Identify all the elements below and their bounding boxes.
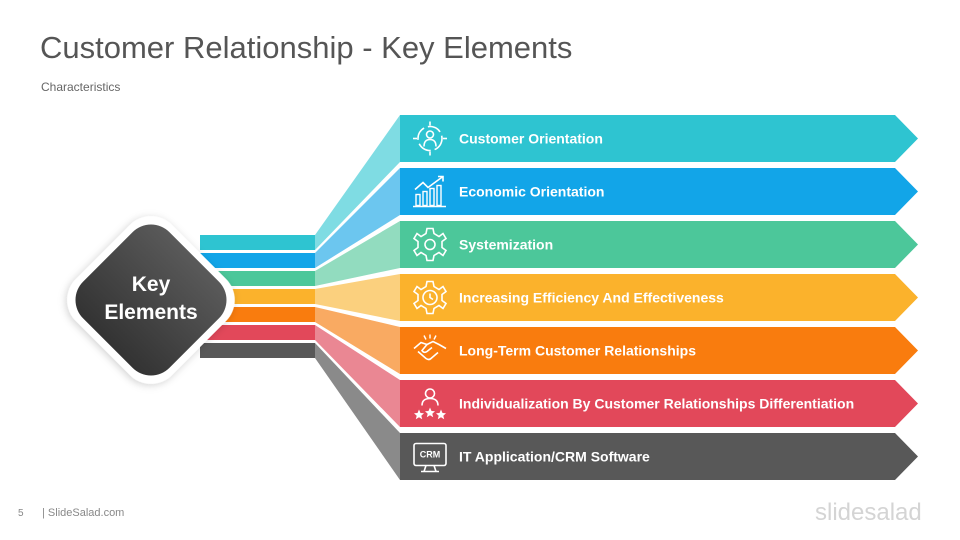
- center-label-line2: Elements: [104, 301, 197, 324]
- element-arrow-1: Customer Orientation: [400, 115, 918, 162]
- brand-logo: slidesalad: [815, 499, 922, 526]
- arrow-shape-5: [400, 327, 918, 374]
- slide-subtitle: Characteristics: [41, 80, 121, 94]
- fan-6: [315, 325, 400, 427]
- element-arrow-5: Long-Term Customer Relationships: [400, 327, 918, 374]
- arrow-shape-4: [400, 274, 918, 321]
- stub-1: [200, 235, 315, 250]
- handshake-icon: [413, 334, 447, 361]
- element-label: Long-Term Customer Relationships: [459, 343, 696, 359]
- stub-2: [200, 253, 315, 268]
- fan-2: [315, 168, 400, 268]
- person-target-icon: [413, 121, 447, 156]
- footer-site: | SlideSalad.com: [42, 507, 125, 519]
- fan-7: [315, 343, 400, 480]
- fan-5: [315, 307, 400, 374]
- element-label: Individualization By Customer Relationsh…: [459, 396, 854, 412]
- element-label: Systemization: [459, 237, 553, 253]
- element-arrow-6: Individualization By Customer Relationsh…: [400, 380, 918, 427]
- gear-clock-icon: [412, 280, 448, 315]
- element-label: Customer Orientation: [459, 131, 603, 147]
- slide-title: Customer Relationship - Key Elements: [40, 30, 573, 65]
- growth-chart-icon: [413, 175, 446, 208]
- arrow-shape-6: [400, 380, 918, 427]
- svg-text:CRM: CRM: [420, 450, 441, 460]
- gear-icon: [412, 227, 448, 262]
- element-label: Economic Orientation: [459, 184, 604, 200]
- fan-1: [315, 115, 400, 250]
- center-diamond: Key Elements: [67, 216, 235, 384]
- stub-6: [200, 325, 315, 340]
- center-label-line1: Key: [132, 273, 171, 296]
- arrow-shape-3: [400, 221, 918, 268]
- arrow-shape-2: [400, 168, 918, 215]
- element-arrow-3: Systemization: [400, 221, 918, 268]
- element-arrow-7: CRM IT Application/CRM Software: [400, 433, 918, 480]
- crm-monitor-icon: CRM: [413, 442, 447, 473]
- stub-7: [200, 343, 315, 358]
- element-label: Increasing Efficiency And Effectiveness: [459, 290, 724, 306]
- fan-3: [315, 221, 400, 286]
- page-number: 5: [18, 508, 24, 519]
- person-stars-icon: [414, 388, 446, 420]
- fan-4: [315, 274, 400, 321]
- arrow-shape-7: [400, 433, 918, 480]
- arrow-shape-1: [400, 115, 918, 162]
- element-arrow-2: Economic Orientation: [400, 168, 918, 215]
- connector-fans: [315, 115, 400, 480]
- center-diamond-inner: [75, 224, 227, 376]
- element-arrow-4: Increasing Efficiency And Effectiveness: [400, 274, 918, 321]
- element-label: IT Application/CRM Software: [459, 449, 650, 465]
